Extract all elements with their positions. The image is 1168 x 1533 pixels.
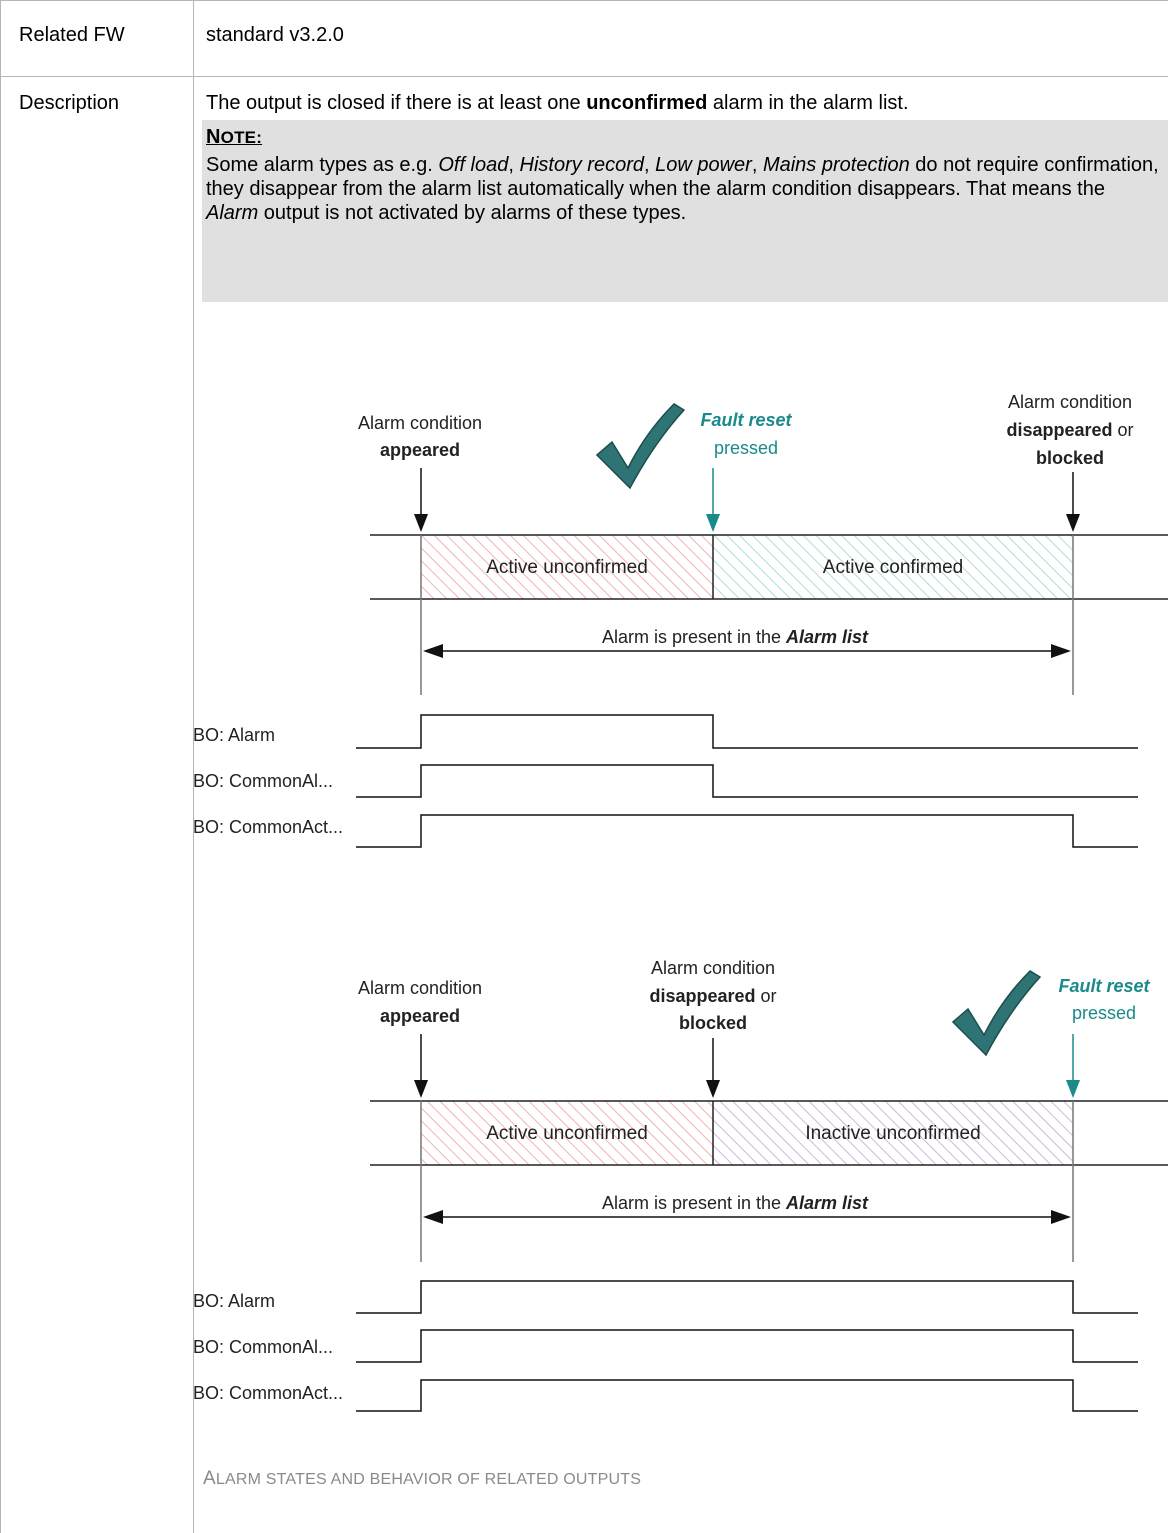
arrow-down-icon — [706, 514, 720, 532]
signal-waveform — [356, 764, 1138, 798]
signal-label: BO: CommonAl... — [193, 1337, 333, 1357]
state-right-label: Active confirmed — [823, 557, 963, 578]
event-disappeared-bold: disappeared — [1006, 420, 1112, 440]
row-label-related-fw: Related FW — [19, 24, 125, 46]
span-label: Alarm is present in the Alarm list — [602, 1193, 869, 1213]
state-right-label: Inactive unconfirmed — [805, 1123, 980, 1144]
note-segment: Some alarm types as e.g. — [206, 154, 439, 176]
state-inactive-unconfirmed — [713, 1101, 1073, 1165]
note-segment-italic: Off load — [438, 154, 509, 176]
description-text-end: alarm in the alarm list. — [707, 92, 909, 114]
span-label-bold: Alarm list — [785, 627, 869, 647]
checkmark-icon — [595, 403, 686, 490]
event-reset-line2: pressed — [1072, 1003, 1136, 1023]
event-disappeared-line3: blocked — [679, 1013, 747, 1033]
span-label: Alarm is present in the Alarm list — [602, 627, 869, 647]
table-column-divider — [193, 0, 194, 1533]
arrow-down-icon — [1066, 1080, 1080, 1098]
note-segment-italic: Low power — [655, 154, 752, 176]
diagram-1: Alarm condition appeared Fault reset pre… — [193, 392, 1168, 848]
event-disappeared-line1: Alarm condition — [651, 958, 775, 978]
span-label-pre: Alarm is present in the — [602, 1193, 786, 1213]
event-appeared-line1: Alarm condition — [358, 413, 482, 433]
note-title-rest: OTE: — [220, 128, 263, 147]
signal-label: BO: Alarm — [193, 725, 275, 745]
event-appeared-line2: appeared — [380, 1006, 460, 1026]
span-label-pre: Alarm is present in the — [602, 627, 786, 647]
event-reset-line1: Fault reset — [700, 410, 792, 430]
signal-waveform — [356, 1329, 1138, 1363]
event-disappeared-rest: or — [756, 986, 777, 1006]
caption-rest: LARM STATES AND BEHAVIOR OF RELATED OUTP… — [215, 1471, 642, 1488]
event-disappeared-rest: or — [1113, 420, 1134, 440]
event-disappeared-line2: disappeared or — [1006, 420, 1133, 440]
note-segment-italic: History record — [519, 154, 644, 176]
signal-waveform — [356, 814, 1138, 848]
row-value-related-fw: standard v3.2.0 — [206, 24, 344, 46]
description-text: The output is closed if there is at leas… — [206, 91, 909, 115]
table-row-divider — [0, 76, 1168, 77]
signal-label: BO: CommonAct... — [193, 817, 343, 837]
checkmark-icon — [951, 970, 1042, 1057]
diagram-2: Alarm condition appeared Alarm condition… — [193, 958, 1168, 1412]
row-label-description: Description — [19, 92, 120, 114]
signal-waveform — [356, 714, 1138, 749]
table-border-top — [0, 0, 1168, 1]
figure-caption: ALARM STATES AND BEHAVIOR OF RELATED OUT… — [203, 1468, 641, 1490]
event-appeared-line1: Alarm condition — [358, 978, 482, 998]
arrow-down-icon — [414, 514, 428, 532]
note-segment-italic: Alarm — [206, 202, 259, 224]
note-box: NOTE: Some alarm types as e.g. Off load,… — [202, 120, 1168, 302]
note-segment-italic: Mains protection — [762, 154, 910, 176]
double-arrow-icon — [1051, 1210, 1071, 1224]
state-left-label: Active unconfirmed — [486, 1123, 648, 1144]
event-disappeared-line3: blocked — [1036, 448, 1104, 468]
signal-waveform — [356, 1280, 1138, 1314]
event-disappeared-line1: Alarm condition — [1008, 392, 1132, 412]
state-active-confirmed — [713, 535, 1073, 599]
note-segment: , — [643, 154, 656, 176]
caption-initial: A — [203, 1468, 216, 1489]
state-active-unconfirmed — [421, 535, 713, 599]
table-border-left — [0, 0, 1, 1533]
event-reset-line1: Fault reset — [1058, 976, 1150, 996]
note-title: NOTE: — [206, 126, 262, 149]
event-reset-line2: pressed — [714, 438, 778, 458]
event-disappeared-line2: disappeared or — [649, 986, 776, 1006]
double-arrow-icon — [423, 1210, 443, 1224]
span-label-bold: Alarm list — [785, 1193, 869, 1213]
state-left-label: Active unconfirmed — [486, 557, 648, 578]
arrow-down-icon — [706, 1080, 720, 1098]
description-text-bold: unconfirmed — [586, 92, 708, 114]
note-title-initial: N — [206, 126, 221, 148]
note-segment: output is not activated by alarms of the… — [258, 202, 687, 224]
event-disappeared-bold: disappeared — [649, 986, 755, 1006]
note-segment: , — [508, 154, 520, 176]
double-arrow-icon — [423, 644, 443, 658]
signal-label: BO: Alarm — [193, 1291, 275, 1311]
signal-label: BO: CommonAl... — [193, 771, 333, 791]
note-body: Some alarm types as e.g. Off load, Histo… — [206, 153, 1161, 225]
event-appeared-line2: appeared — [380, 440, 460, 460]
signal-waveform — [356, 1379, 1138, 1412]
arrow-down-icon — [1066, 514, 1080, 532]
note-segment: , — [751, 154, 763, 176]
double-arrow-icon — [1051, 644, 1071, 658]
description-text-start: The output is closed if there is at leas… — [206, 92, 587, 114]
signal-label: BO: CommonAct... — [193, 1383, 343, 1403]
state-active-unconfirmed — [421, 1101, 713, 1165]
note-segment: do not require confirmation, they disapp… — [206, 154, 1159, 200]
arrow-down-icon — [414, 1080, 428, 1098]
